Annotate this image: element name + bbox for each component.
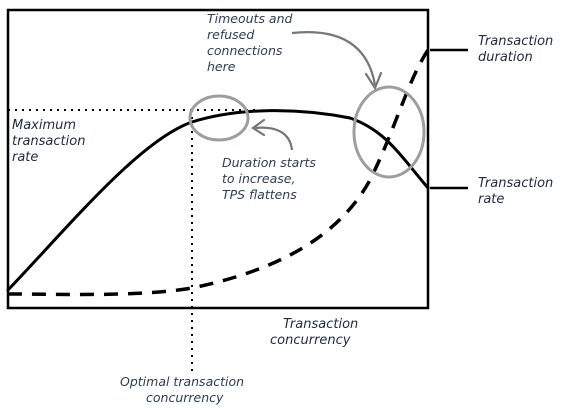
duration-line-1: Transaction — [478, 34, 553, 49]
max-rate-line-1: Maximum — [12, 118, 76, 133]
rate-line-1: Transaction — [478, 176, 553, 191]
timeout-highlight-circle — [352, 85, 426, 179]
rate-line-2: rate — [478, 192, 504, 207]
transaction-rate-curve — [6, 109, 430, 292]
plot-frame — [6, 8, 430, 310]
max-rate-line-2: transaction — [12, 134, 85, 149]
timeout-arrow — [291, 31, 377, 86]
rate-label: Transaction rate — [478, 176, 557, 207]
optimal-line-2: concurrency — [146, 390, 224, 405]
flatten-line-1: Duration starts — [222, 155, 316, 170]
duration-line-2: duration — [478, 50, 533, 65]
timeouts-line-1: Timeouts and — [207, 11, 293, 26]
optimal-line-1: Optimal transaction — [120, 374, 244, 389]
flatten-arrow-head — [251, 118, 266, 137]
timeouts-line-3: connections — [207, 43, 283, 58]
flatten-line-3: TPS flattens — [222, 187, 297, 202]
duration-label: Transaction duration — [478, 34, 557, 65]
max-rate-line-3: rate — [12, 150, 38, 165]
timeouts-line-4: here — [207, 59, 236, 74]
optimal-concurrency-label: Optimal transaction concurrency — [120, 374, 248, 405]
flatten-highlight-circle — [188, 94, 250, 142]
flatten-arrow — [254, 126, 294, 151]
max-rate-label: Maximum transaction rate — [12, 118, 90, 165]
x-axis-line-2: concurrency — [270, 333, 351, 348]
flatten-annotation: Duration starts to increase, TPS flatten… — [222, 155, 320, 202]
transaction-duration-curve — [7, 49, 430, 297]
timeouts-line-2: refused — [207, 27, 254, 42]
timeout-arrow-head — [364, 71, 383, 91]
x-axis-label: Transaction concurrency — [270, 317, 362, 348]
timeouts-annotation: Timeouts and refused connections here — [207, 11, 296, 74]
flatten-line-2: to increase, — [222, 171, 295, 186]
x-axis-line-1: Transaction — [283, 317, 358, 332]
